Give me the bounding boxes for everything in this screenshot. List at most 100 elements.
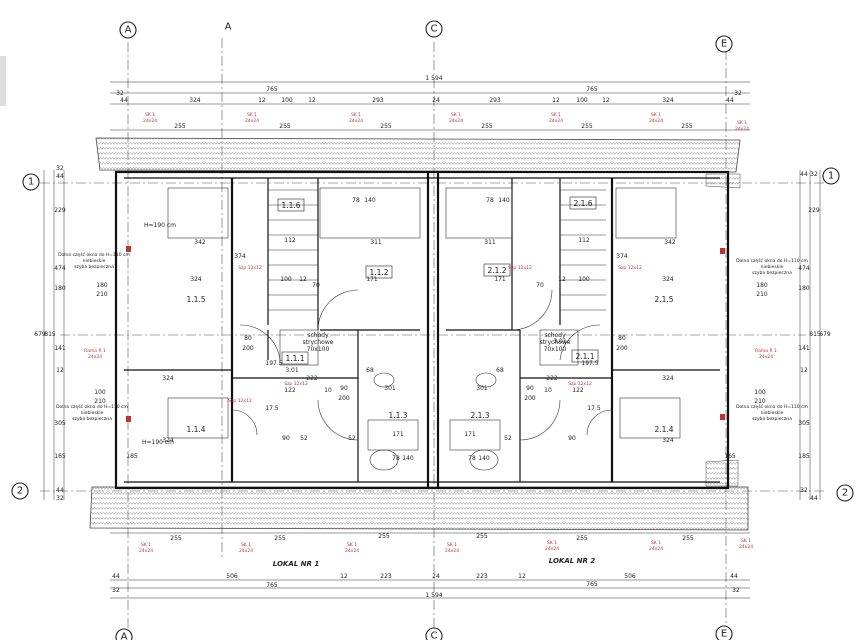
svg-text:24x24: 24x24 bbox=[88, 354, 102, 360]
svg-text:171: 171 bbox=[366, 276, 378, 283]
svg-text:A: A bbox=[121, 632, 128, 640]
svg-text:32: 32 bbox=[800, 487, 808, 494]
svg-text:24x24: 24x24 bbox=[649, 546, 663, 552]
interior-walls-left bbox=[124, 178, 421, 482]
svg-text:255: 255 bbox=[378, 533, 390, 540]
svg-text:474: 474 bbox=[54, 265, 66, 272]
svg-text:32: 32 bbox=[734, 90, 742, 97]
svg-text:342: 342 bbox=[194, 239, 206, 246]
room-labels: 1.1.6 1.1.5 1.1.2 1.1.1 1.1.4 1.1.3 2.1.… bbox=[142, 196, 674, 446]
svg-text:210: 210 bbox=[756, 291, 768, 298]
svg-text:100: 100 bbox=[754, 389, 766, 396]
svg-text:C: C bbox=[431, 631, 438, 640]
svg-text:122: 122 bbox=[572, 387, 584, 394]
svg-text:C: C bbox=[431, 24, 438, 35]
svg-text:197.5: 197.5 bbox=[581, 360, 598, 367]
svg-text:44: 44 bbox=[120, 97, 128, 104]
svg-text:70x100: 70x100 bbox=[307, 346, 330, 353]
svg-text:32: 32 bbox=[116, 90, 124, 97]
svg-text:12: 12 bbox=[56, 367, 64, 374]
room-1-1-1: 1.1.1 bbox=[285, 354, 304, 363]
svg-text:12: 12 bbox=[558, 276, 566, 283]
svg-text:SK 1: SK 1 bbox=[241, 542, 251, 548]
svg-text:44: 44 bbox=[56, 487, 64, 494]
axis-bubble-bottom-c: C bbox=[425, 627, 443, 640]
svg-text:szyba bezpieczna: szyba bezpieczna bbox=[74, 264, 114, 270]
svg-text:112: 112 bbox=[578, 237, 590, 244]
svg-text:293: 293 bbox=[372, 97, 384, 104]
svg-text:311: 311 bbox=[484, 239, 496, 246]
svg-text:324: 324 bbox=[662, 97, 674, 104]
svg-text:324: 324 bbox=[190, 276, 202, 283]
svg-text:78: 78 bbox=[468, 455, 476, 462]
svg-text:Dolna część okna do H=110 cm: Dolna część okna do H=110 cm bbox=[58, 251, 130, 258]
room-2-1-6: 2.1.6 bbox=[573, 199, 592, 208]
svg-text:210: 210 bbox=[96, 291, 108, 298]
svg-text:24x24: 24x24 bbox=[449, 118, 463, 124]
svg-text:171: 171 bbox=[464, 431, 476, 438]
svg-text:1: 1 bbox=[828, 171, 834, 182]
svg-text:255: 255 bbox=[682, 535, 694, 542]
svg-text:100: 100 bbox=[281, 97, 293, 104]
svg-text:niebieskie: niebieskie bbox=[83, 258, 106, 264]
svg-text:255: 255 bbox=[681, 123, 693, 130]
stair-label-left: schody bbox=[307, 332, 329, 339]
svg-text:1: 1 bbox=[28, 177, 34, 188]
svg-text:185: 185 bbox=[798, 453, 810, 460]
interior-walls-right bbox=[445, 178, 720, 482]
dim-765-right: 765 bbox=[586, 86, 598, 93]
svg-text:24x24: 24x24 bbox=[245, 118, 259, 124]
roof-band-top bbox=[95, 137, 741, 173]
window-marker-left-bottom bbox=[126, 416, 131, 422]
svg-text:90: 90 bbox=[526, 385, 534, 392]
top-dimension-chains: 1 594 765 765 32 44 324 12 100 12 293 24… bbox=[110, 75, 750, 131]
room-2-1-2: 2.1.2 bbox=[487, 266, 506, 275]
svg-text:12: 12 bbox=[602, 97, 610, 104]
svg-text:140: 140 bbox=[402, 455, 414, 462]
svg-text:A: A bbox=[225, 22, 232, 33]
svg-text:90: 90 bbox=[568, 435, 576, 442]
room-2-1-1: 2.1.1 bbox=[575, 352, 594, 361]
svg-text:311: 311 bbox=[370, 239, 382, 246]
stair-label-right: schody bbox=[544, 332, 566, 339]
svg-text:255: 255 bbox=[481, 123, 493, 130]
axis-bubble-bottom-e: E bbox=[715, 625, 733, 640]
svg-text:24: 24 bbox=[432, 97, 440, 104]
svg-text:SK 1: SK 1 bbox=[351, 112, 361, 118]
svg-text:17.5: 17.5 bbox=[265, 405, 279, 412]
svg-text:24x24: 24x24 bbox=[445, 548, 459, 554]
svg-text:3.01: 3.01 bbox=[553, 338, 567, 345]
window-marker-right-top bbox=[720, 248, 725, 254]
svg-text:24x24: 24x24 bbox=[345, 548, 359, 554]
svg-text:24x24: 24x24 bbox=[143, 118, 157, 124]
svg-text:24x24: 24x24 bbox=[759, 354, 773, 360]
svg-text:24x24: 24x24 bbox=[139, 548, 153, 554]
svg-text:Rama R 1: Rama R 1 bbox=[755, 348, 777, 354]
axis-bubble-top-e: E bbox=[715, 35, 733, 53]
svg-text:2: 2 bbox=[17, 486, 23, 497]
svg-text:210: 210 bbox=[94, 398, 106, 405]
svg-text:strychowe: strychowe bbox=[540, 339, 571, 346]
svg-text:12: 12 bbox=[800, 367, 808, 374]
svg-text:Szp 12x12: Szp 12x12 bbox=[618, 265, 642, 271]
svg-text:301: 301 bbox=[476, 385, 488, 392]
svg-text:140: 140 bbox=[364, 197, 376, 204]
svg-text:3.01: 3.01 bbox=[285, 367, 299, 374]
svg-text:SK 1: SK 1 bbox=[447, 542, 457, 548]
svg-text:180: 180 bbox=[798, 285, 810, 292]
axis-lines bbox=[40, 38, 826, 628]
svg-text:100: 100 bbox=[94, 389, 106, 396]
svg-text:301: 301 bbox=[384, 385, 396, 392]
svg-text:32: 32 bbox=[56, 165, 64, 172]
svg-text:815: 815 bbox=[809, 331, 821, 338]
svg-text:24x24: 24x24 bbox=[545, 546, 559, 552]
svg-text:44: 44 bbox=[730, 573, 738, 580]
axis-bubble-left-2: 2 bbox=[11, 482, 29, 500]
svg-text:165: 165 bbox=[724, 453, 736, 460]
svg-text:374: 374 bbox=[616, 253, 628, 260]
window-notes: Dolna część okna do H=110 cm niebieskie … bbox=[56, 246, 808, 422]
svg-text:679: 679 bbox=[34, 331, 46, 338]
svg-text:140: 140 bbox=[498, 197, 510, 204]
axis-bubble-bottom-a: A bbox=[115, 628, 133, 640]
svg-text:100: 100 bbox=[578, 276, 590, 283]
